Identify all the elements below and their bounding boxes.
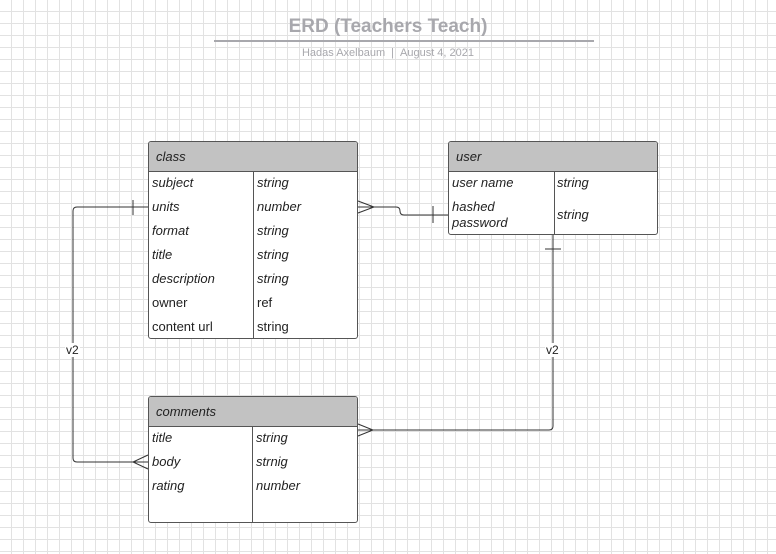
field-type: string (557, 175, 589, 190)
field-name-line-2: password (452, 215, 508, 230)
entity-class[interactable]: class subject string units number format… (148, 141, 358, 339)
field-type: strnig (256, 454, 288, 469)
field-type: string (557, 207, 589, 222)
crow-foot-comments-end-left (131, 454, 149, 470)
field-type: number (257, 199, 302, 214)
field-type: string (257, 247, 289, 262)
entity-comments-header: comments (149, 397, 357, 427)
field-type: number (256, 478, 301, 493)
field-type: string (256, 430, 288, 445)
relationship-label-user-comments: v2 (545, 343, 560, 357)
diagram-title: ERD (Teachers Teach) (288, 16, 488, 37)
field-name: user name (452, 175, 514, 190)
field-name: format (152, 223, 189, 238)
author: Hadas Axelbaum (301, 47, 386, 59)
meta-separator: | (391, 47, 394, 59)
field-name-line-1: hashed (452, 199, 495, 214)
field-name: title (152, 430, 173, 445)
field-name: title (152, 247, 173, 262)
title-underline (214, 40, 594, 42)
crow-foot-comments-end-right (357, 423, 375, 437)
entity-user-column-divider (554, 172, 555, 234)
field-type: string (257, 319, 289, 334)
entity-class-column-divider (253, 172, 254, 338)
field-name: rating (152, 478, 185, 493)
entity-comments-column-divider (252, 427, 253, 522)
entity-comments[interactable]: comments title string body strnig rating… (148, 396, 358, 523)
connector-user-comments (358, 235, 554, 431)
connector-class-comments (72, 206, 148, 463)
field-name: units (152, 199, 180, 214)
field-name: owner (152, 295, 188, 310)
entity-user-header: user (449, 142, 657, 172)
diagram-meta: Hadas Axelbaum | August 4, 2021 (0, 47, 776, 59)
date: August 4, 2021 (400, 47, 475, 59)
field-type: string (257, 223, 289, 238)
crow-foot-class-end (357, 200, 376, 214)
entity-user[interactable]: user user name string hashed password st… (448, 141, 658, 235)
field-name: content url (152, 319, 213, 334)
field-name: subject (152, 175, 194, 190)
entity-class-header: class (149, 142, 357, 172)
field-type: string (257, 271, 289, 286)
field-name: body (152, 454, 181, 469)
relationship-label-class-comments: v2 (65, 343, 80, 357)
connector-user-class (358, 206, 448, 216)
field-name: description (152, 271, 215, 286)
field-type: string (257, 175, 289, 190)
field-type: ref (257, 295, 273, 310)
